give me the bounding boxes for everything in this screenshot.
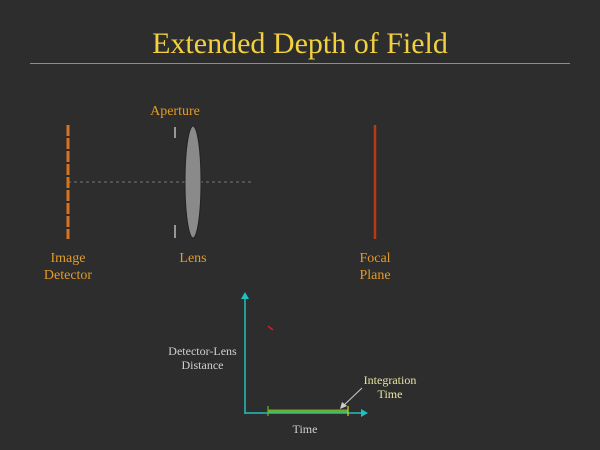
- annotation-arrowhead: [340, 402, 347, 409]
- image-detector-label-line2: Detector: [43, 267, 93, 283]
- lens: [184, 125, 202, 239]
- image-detector-label: Image Detector: [30, 251, 106, 285]
- lens-label: Lens: [179, 251, 207, 266]
- title-divider: [30, 63, 570, 64]
- aperture-label: Aperture: [150, 104, 200, 119]
- y-axis-arrow: [241, 292, 249, 299]
- slide-title: Extended Depth of Field: [152, 27, 448, 60]
- y-axis-label: Detector-Lens Distance: [155, 344, 250, 373]
- x-axis-label: Time: [292, 422, 318, 436]
- annotation-arrow: [341, 387, 363, 408]
- focal-plane-label-line1: Focal: [359, 251, 391, 266]
- focal-plane-label-line2: Plane: [359, 267, 391, 283]
- motion-mark: [267, 325, 274, 331]
- y-axis-label-line1: Detector-Lens: [168, 344, 237, 358]
- integration-label-line1: Integration: [363, 373, 417, 387]
- x-axis-arrow: [361, 409, 368, 417]
- integration-label-line2: Time: [377, 387, 403, 402]
- image-detector-label-line1: Image: [50, 251, 86, 266]
- integration-time-label: Integration Time: [350, 373, 430, 402]
- y-axis-label-line2: Distance: [181, 358, 224, 373]
- focal-plane-label: Focal Plane: [340, 251, 410, 285]
